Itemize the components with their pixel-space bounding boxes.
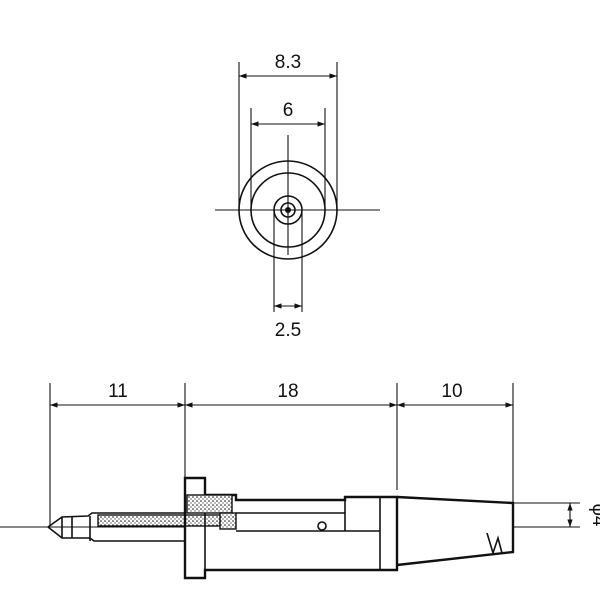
sleeve-slit	[486, 532, 503, 556]
pin-outer	[273, 195, 303, 225]
body-screw-hole	[317, 521, 327, 531]
body-outline	[183, 476, 399, 580]
side-view: 11 18 10 φ4	[0, 381, 600, 580]
body-length-label: 18	[277, 381, 298, 402]
body-stipple-lower	[219, 512, 237, 530]
sleeve-length-label: 10	[441, 381, 462, 402]
outer-diameter-label: 8.3	[275, 52, 301, 73]
body-stipple-upper	[186, 494, 233, 514]
pin-inner	[280, 202, 296, 218]
inner-diameter-label: 6	[283, 100, 294, 121]
pin-center	[285, 207, 291, 213]
pin-diameter-label: 2.5	[275, 320, 301, 341]
sleeve-outline	[396, 495, 515, 567]
cable-diameter-label: φ4	[588, 504, 600, 527]
front-view: 8.3 6 2.5	[215, 52, 380, 341]
tip-length-label: 11	[108, 381, 128, 402]
